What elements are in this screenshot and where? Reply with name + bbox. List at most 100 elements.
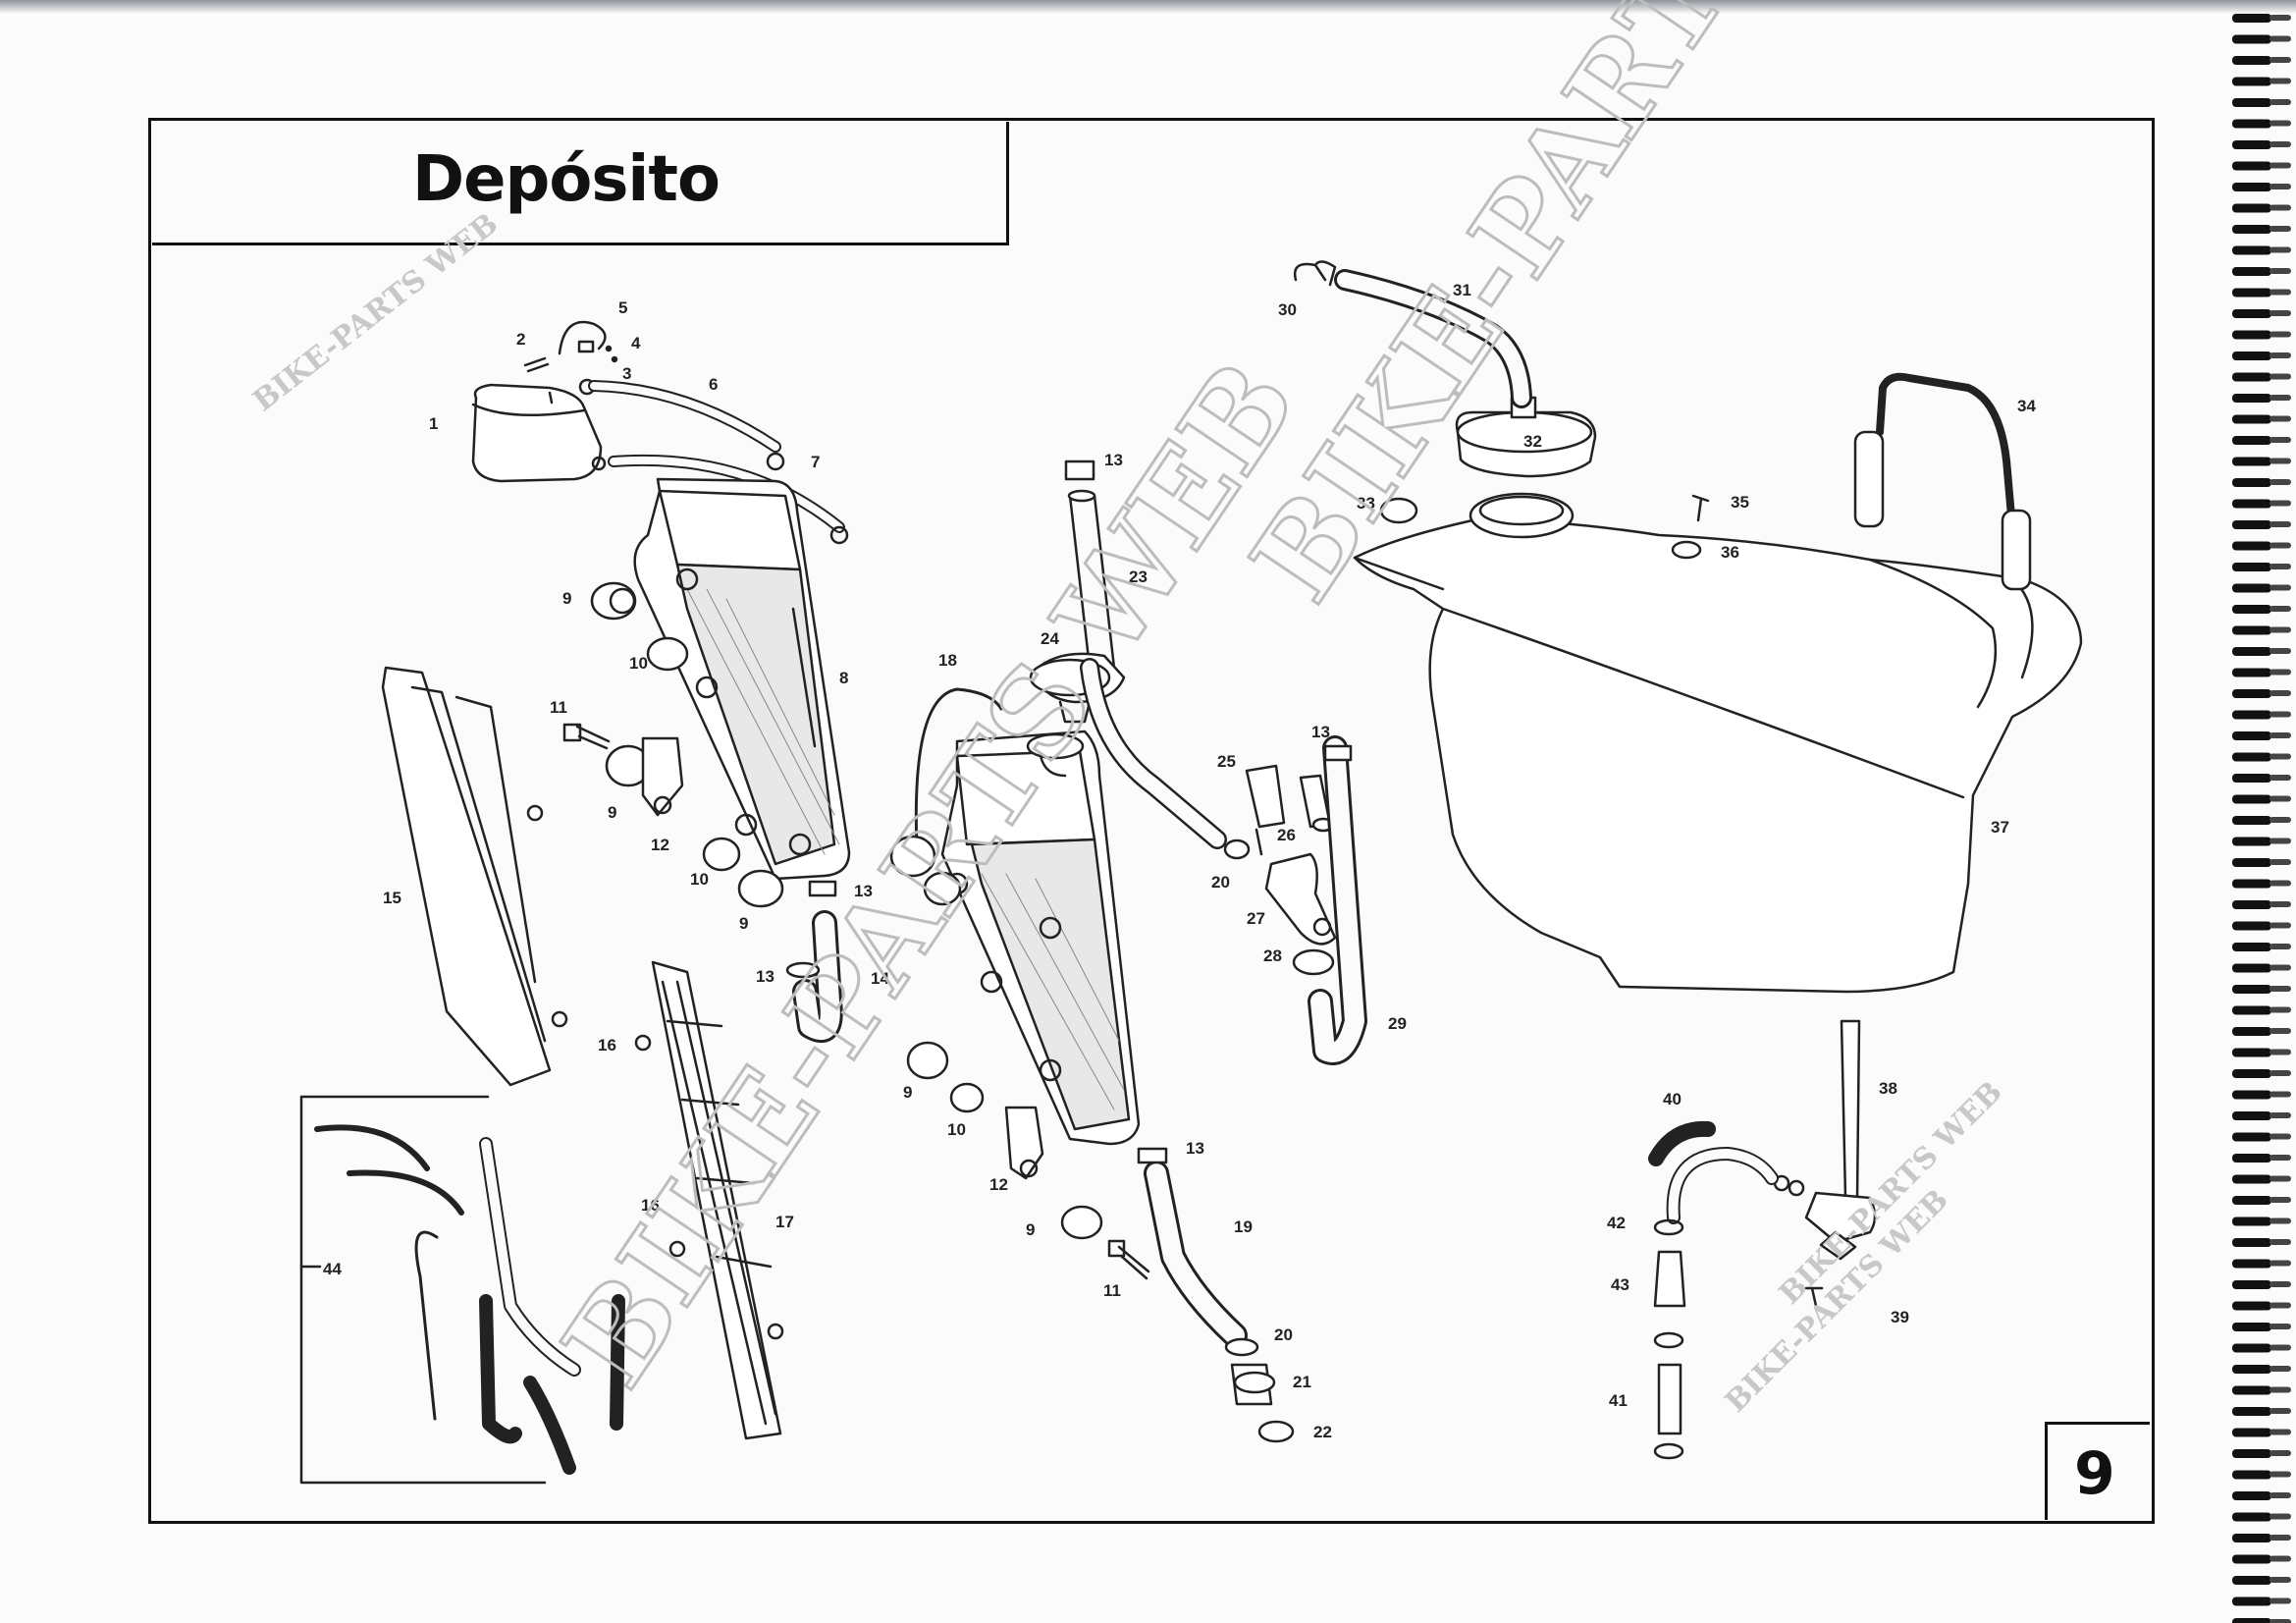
spiral-coil (2232, 1069, 2271, 1078)
spiral-coil (2232, 1259, 2271, 1269)
spiral-coil-end (2269, 310, 2291, 316)
spiral-coil (2232, 1470, 2271, 1480)
spiral-coil-end (2269, 1260, 2291, 1267)
spiral-coil-end (2269, 120, 2291, 127)
spiral-coil-end (2269, 331, 2291, 338)
spiral-coil-end (2269, 15, 2291, 21)
tank-strap (1853, 372, 2032, 591)
spiral-coil-end (2269, 732, 2291, 738)
spiral-coil (2232, 563, 2271, 571)
callout-9d: 9 (903, 1083, 913, 1102)
spiral-coil-end (2269, 859, 2291, 865)
spiral-coil (2232, 731, 2271, 740)
callout-13e: 13 (1311, 723, 1330, 741)
spiral-coil-end (2269, 437, 2291, 443)
spiral-coil (2232, 1174, 2271, 1184)
spiral-coil (2232, 203, 2271, 213)
page-title: Depósito (412, 143, 721, 216)
callout-13b: 13 (756, 967, 774, 986)
spiral-coil (2232, 309, 2271, 318)
callout-28: 28 (1263, 947, 1282, 965)
spiral-coil (2232, 1111, 2271, 1120)
spiral-coil-end (2269, 1324, 2291, 1329)
spiral-coil-end (2269, 1366, 2291, 1372)
spiral-coil (2232, 900, 2271, 909)
spiral-coil-end (2269, 817, 2291, 823)
spiral-coil (2232, 457, 2271, 466)
spiral-coil (2232, 1596, 2271, 1606)
spiral-coil-end (2269, 1006, 2291, 1013)
spiral-coil (2232, 520, 2271, 529)
spiral-coil (2232, 1554, 2271, 1564)
page-number: 9 (2074, 1439, 2115, 1508)
spiral-coil (2232, 436, 2271, 445)
left-radiator (633, 477, 851, 881)
spiral-coil-end (2269, 1155, 2291, 1161)
callout-10a: 10 (629, 654, 648, 673)
spiral-coil (2232, 985, 2271, 994)
spiral-coil-end (2269, 1091, 2291, 1098)
wire-18 (914, 687, 1003, 871)
spiral-coil-end (2269, 1450, 2291, 1456)
spiral-coil-end (2269, 246, 2291, 253)
spiral-coil (2232, 1407, 2271, 1416)
callout-44: 44 (323, 1260, 342, 1278)
spiral-coil-end (2269, 1133, 2291, 1140)
spiral-coil-end (2269, 1577, 2291, 1583)
spiral-coil (2232, 1090, 2271, 1100)
callout-11a: 11 (550, 698, 567, 717)
callout-21: 21 (1293, 1373, 1311, 1391)
callout-6: 6 (709, 375, 719, 394)
spiral-binding (2232, 14, 2291, 1623)
spiral-coil (2232, 352, 2271, 360)
callout-14: 14 (871, 969, 889, 988)
spiral-coil (2232, 267, 2271, 276)
spiral-coil (2232, 963, 2271, 973)
spiral-coil (2232, 499, 2271, 509)
spiral-coil (2232, 140, 2271, 149)
spiral-coil (2232, 1238, 2271, 1247)
spiral-coil (2232, 710, 2271, 720)
spiral-coil (2232, 372, 2271, 382)
spiral-coil (2232, 879, 2271, 889)
callout-11b: 11 (1103, 1281, 1121, 1300)
spiral-coil-end (2269, 1555, 2291, 1562)
spiral-coil-end (2269, 564, 2291, 569)
radiator-guard-left (381, 666, 568, 1087)
spiral-coil (2232, 288, 2271, 298)
spiral-coil (2232, 625, 2271, 635)
spiral-coil-end (2269, 141, 2291, 147)
spiral-coil (2232, 478, 2271, 487)
callout-3: 3 (622, 364, 632, 383)
spiral-coil (2232, 837, 2271, 846)
page-top-shadow (0, 0, 2296, 14)
spiral-coil (2232, 752, 2271, 762)
callout-9e: 9 (1026, 1220, 1036, 1239)
callout-24: 24 (1041, 629, 1059, 648)
title-box (152, 122, 1009, 245)
spiral-coil (2232, 119, 2271, 129)
callout-34: 34 (2017, 397, 2036, 415)
spiral-coil-end (2269, 922, 2291, 929)
callout-10c: 10 (947, 1120, 966, 1139)
spiral-coil (2232, 1280, 2271, 1289)
spiral-coil-end (2269, 1112, 2291, 1118)
spiral-coil (2232, 541, 2271, 551)
spiral-coil (2232, 816, 2271, 825)
hose-6 (588, 380, 781, 453)
spiral-coil-end (2269, 1597, 2291, 1604)
spiral-coil-end (2269, 1408, 2291, 1414)
page-number-box (2045, 1422, 2150, 1520)
callout-8: 8 (839, 669, 849, 687)
callout-22: 22 (1313, 1423, 1332, 1441)
spiral-coil-end (2269, 626, 2291, 633)
spiral-coil-end (2269, 838, 2291, 844)
right-radiator (940, 730, 1141, 1146)
spiral-coil-end (2269, 669, 2291, 676)
spiral-coil-end (2269, 1513, 2291, 1520)
spiral-coil (2232, 1365, 2271, 1374)
spiral-coil (2232, 1217, 2271, 1226)
spiral-coil (2232, 56, 2271, 65)
spiral-coil-end (2269, 1302, 2291, 1309)
